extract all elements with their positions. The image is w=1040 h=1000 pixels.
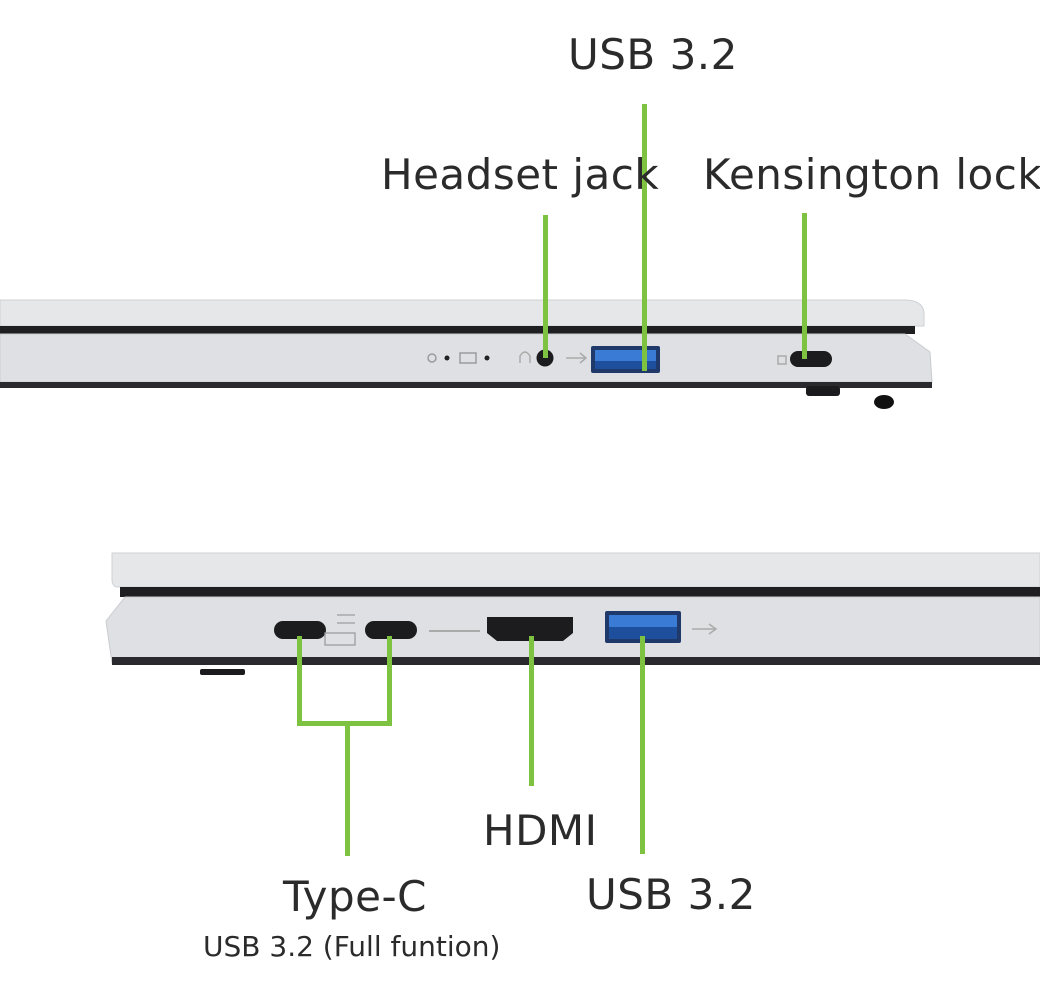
hdmi-leader-line [529, 636, 534, 786]
kensington-leader-line [802, 213, 807, 359]
typec-leader-join [297, 721, 392, 726]
laptop-left-side-illustration [105, 552, 1040, 675]
usb-c-spec-icon [324, 614, 356, 646]
laptop-right-side-illustration [0, 299, 933, 409]
hdmi-port [487, 617, 573, 641]
usb-icon [692, 623, 718, 635]
kensington-lock-label: Kensington lock [703, 150, 1040, 199]
kensington-lock-slot [790, 351, 832, 367]
hdmi-label: HDMI [483, 806, 598, 855]
usb-label-top: USB 3.2 [568, 30, 738, 79]
typec-sublabel: USB 3.2 (Full funtion) [203, 930, 501, 963]
headset-jack-port [536, 349, 554, 367]
typec-leader-2 [387, 636, 392, 726]
typec-leader-1 [297, 636, 302, 726]
headset-jack-label: Headset jack [381, 150, 660, 199]
headset-leader-line [543, 215, 548, 358]
usb-icon [566, 352, 588, 364]
usb-label-bottom: USB 3.2 [586, 870, 756, 919]
usb-c-port-1 [274, 621, 326, 639]
headset-icon [519, 351, 531, 363]
typec-label: Type-C [283, 872, 427, 921]
usb-leader-line [642, 104, 647, 371]
usb-c-port-2 [365, 621, 417, 639]
lock-icon [777, 355, 787, 365]
typec-leader-stem [345, 721, 350, 856]
battery-indicator-icon [459, 352, 490, 364]
power-indicator-icon [427, 353, 450, 363]
usb-leader-line-bottom [640, 636, 645, 854]
